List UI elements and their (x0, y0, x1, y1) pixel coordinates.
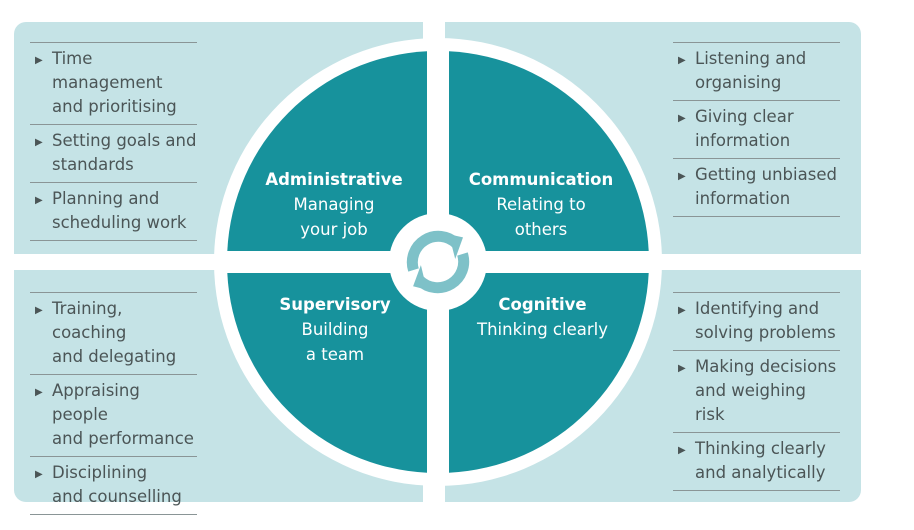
list-item-line: organising (695, 73, 782, 92)
quadrant-title: Administrative (265, 170, 403, 189)
list-item-line: Planning and (52, 189, 160, 208)
triangle-right-icon: ▶ (35, 195, 43, 206)
quadrant-subtitle-line: your job (300, 220, 368, 239)
triangle-right-icon: ▶ (678, 171, 686, 182)
list-item: ▶ Thinking clearly and analytically (673, 432, 840, 491)
list-item-line: and prioritising (52, 97, 177, 116)
list-item-line: management (52, 73, 163, 92)
list-item: ▶ Setting goals and standards (30, 124, 197, 182)
quadrant-administrative: Administrative Managing your job (254, 167, 414, 242)
list-item-line: Thinking clearly (695, 439, 826, 458)
list-item-line: solving problems (695, 323, 836, 342)
quadrant-cognitive: Cognitive Thinking clearly (460, 292, 625, 342)
triangle-right-icon: ▶ (35, 55, 43, 66)
list-item: ▶ Disciplining and counselling (30, 456, 197, 515)
list-item-line: information (695, 189, 791, 208)
triangle-right-icon: ▶ (35, 387, 43, 398)
quadrant-supervisory-shape (227, 273, 427, 473)
list-item: ▶ Appraising people and performance (30, 374, 197, 456)
quadrant-title: Supervisory (279, 295, 391, 314)
list-item: ▶ Making decisions and weighing risk (673, 350, 840, 432)
quadrant-subtitle-line: Managing (293, 195, 375, 214)
list-item-line: Giving clear (695, 107, 794, 126)
quadrant-subtitle-line: Relating to (496, 195, 586, 214)
list-item-line: information (695, 131, 791, 150)
list-item-line: Listening and (695, 49, 807, 68)
quadrant-subtitle-line: a team (305, 345, 365, 364)
list-item-line: Getting unbiased (695, 165, 837, 184)
list-item-line: and performance (52, 429, 194, 448)
list-cognitive: ▶ Identifying and solving problems ▶ Mak… (673, 292, 840, 491)
list-item: ▶ Planning and scheduling work (30, 182, 197, 241)
triangle-right-icon: ▶ (678, 445, 686, 456)
list-item-line: standards (52, 155, 134, 174)
quadrant-subtitle-line: Thinking clearly (477, 320, 608, 339)
list-item-line: and analytically (695, 463, 826, 482)
quadrant-administrative-shape (227, 51, 427, 251)
quadrant-title: Communication (468, 170, 614, 189)
list-item-line: Setting goals and (52, 131, 197, 150)
quadrant-supervisory: Supervisory Building a team (260, 292, 410, 367)
list-item-line: Identifying and (695, 299, 820, 318)
triangle-right-icon: ▶ (678, 113, 686, 124)
quadrant-subtitle-line: others (514, 220, 568, 239)
list-communication: ▶ Listening and organising ▶ Giving clea… (673, 42, 840, 217)
list-item-line: and delegating (52, 347, 177, 366)
list-item: ▶ Time management and prioritising (30, 42, 197, 124)
list-item-line: and weighing risk (695, 381, 806, 424)
list-item-line: Time (52, 49, 93, 68)
triangle-right-icon: ▶ (678, 363, 686, 374)
list-item-line: Appraising people (52, 381, 140, 424)
triangle-right-icon: ▶ (35, 469, 43, 480)
list-item-line: Making decisions (695, 357, 837, 376)
list-item-line: and counselling (52, 487, 182, 506)
list-item: ▶ Getting unbiased information (673, 158, 840, 217)
quadrant-communication: Communication Relating to others (456, 167, 626, 242)
list-item: ▶ Giving clear information (673, 100, 840, 158)
triangle-right-icon: ▶ (35, 305, 43, 316)
list-supervisory: ▶ Training, coaching and delegating ▶ Ap… (30, 292, 197, 515)
list-administrative: ▶ Time management and prioritising ▶ Set… (30, 42, 197, 241)
quadrant-title: Cognitive (498, 295, 587, 314)
cycle-arrows-icon (406, 230, 470, 294)
quadrant-subtitle-line: Building (301, 320, 369, 339)
list-item-line: Disciplining (52, 463, 148, 482)
triangle-right-icon: ▶ (35, 137, 43, 148)
triangle-right-icon: ▶ (678, 305, 686, 316)
quadrant-cognitive-shape (449, 273, 649, 473)
triangle-right-icon: ▶ (678, 55, 686, 66)
list-item: ▶ Training, coaching and delegating (30, 292, 197, 374)
quadrant-communication-shape (449, 51, 649, 251)
list-item-line: Training, coaching (52, 299, 127, 342)
list-item: ▶ Listening and organising (673, 42, 840, 100)
list-item-line: scheduling work (52, 213, 187, 232)
list-item: ▶ Identifying and solving problems (673, 292, 840, 350)
